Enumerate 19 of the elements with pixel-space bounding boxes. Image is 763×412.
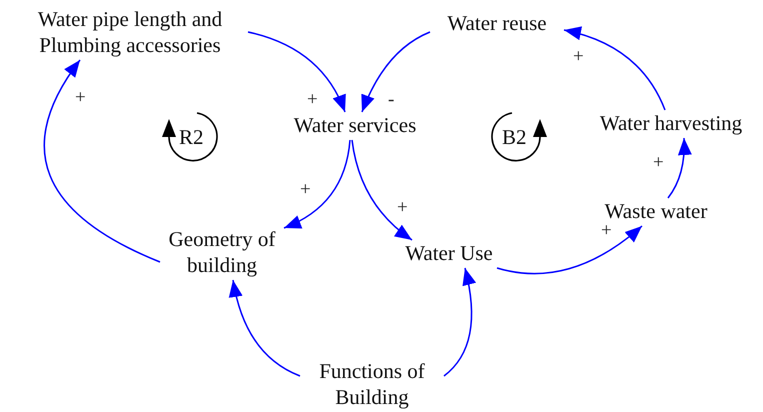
variable-text: Water reuse [430,10,564,38]
causal-arrow [284,140,351,229]
causal-arrow [667,138,692,198]
loop-label: B2 [502,125,527,149]
variable-text: Water Use [389,240,509,268]
causal-arrow [564,27,666,110]
variable-text: Water harvesting [582,110,760,138]
causal-arrow [44,60,160,263]
causal-arrow [229,280,300,377]
variable-text: Water pipe length and Plumbing accessories [12,6,248,60]
causal-arrow [496,225,642,274]
variable-text: Water services [273,112,437,140]
causal-arrow [444,268,476,377]
causal-arrow [361,31,430,112]
causal-arrow [248,31,346,112]
variable-text: Geometry of building [160,226,284,280]
variable-text: Functions of Building [300,358,444,412]
causal-arrow [351,140,412,241]
loop-label: R2 [179,125,204,149]
